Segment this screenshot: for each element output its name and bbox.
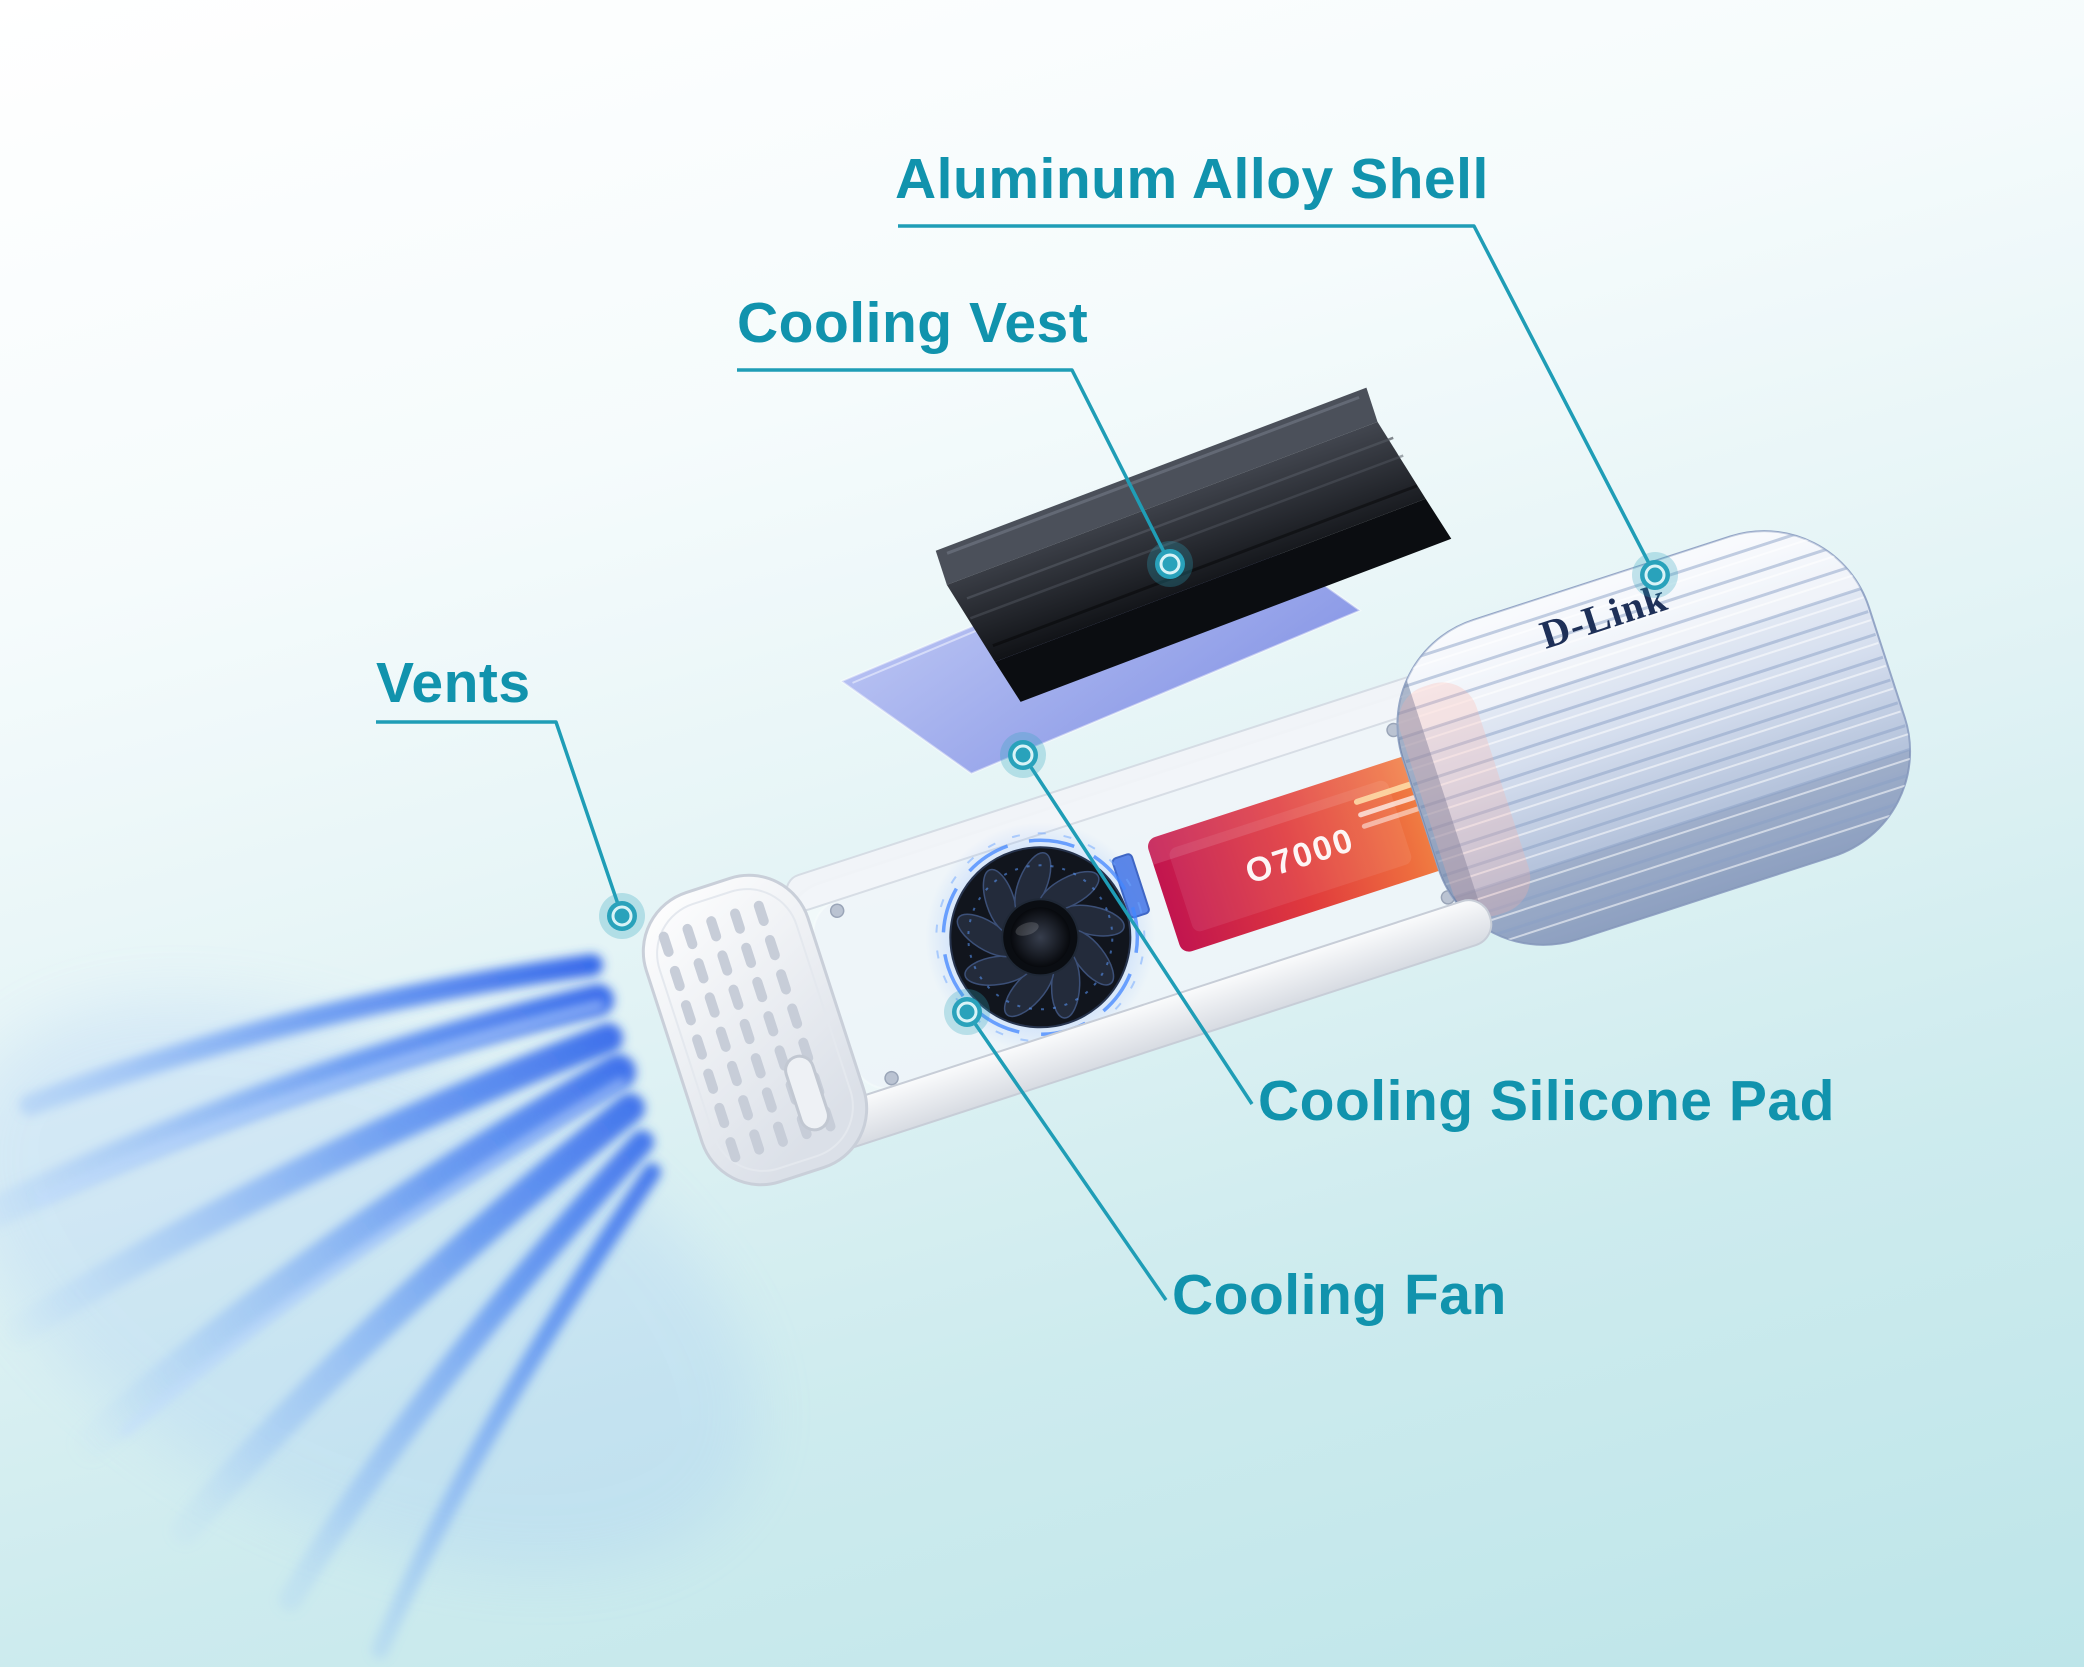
callout-line-aluminum-alloy-shell bbox=[898, 224, 1657, 576]
marker-dots bbox=[599, 541, 1678, 1035]
vent-slots bbox=[658, 900, 836, 1163]
callout-lines bbox=[376, 224, 1657, 1301]
aluminum-shell-art: D-Link bbox=[1368, 502, 1939, 974]
callout-line-cooling-vest bbox=[737, 368, 1172, 565]
callout-line-cooling-fan bbox=[965, 1011, 1168, 1301]
marker-dot-vents bbox=[599, 893, 645, 939]
marker-dot-aluminum-alloy-shell bbox=[1632, 552, 1678, 598]
screw bbox=[884, 1070, 899, 1086]
airflow-art bbox=[0, 954, 758, 1659]
airflow-streaks bbox=[0, 954, 661, 1659]
shell-opening bbox=[1368, 645, 1500, 974]
cap-pill-vent bbox=[784, 1054, 830, 1132]
marker-dot-cooling-silicone-pad bbox=[1000, 732, 1046, 778]
shell-fins bbox=[1375, 518, 1931, 954]
cooling-vest-art bbox=[935, 387, 1452, 702]
end-cap-art bbox=[641, 873, 869, 1187]
marker-dot-cooling-vest bbox=[1147, 541, 1193, 587]
label-aluminum-alloy-shell: Aluminum Alloy Shell bbox=[895, 147, 1489, 211]
cooling-fan-art bbox=[925, 822, 1156, 1053]
label-vents: Vents bbox=[376, 651, 531, 715]
label-cooling-vest: Cooling Vest bbox=[737, 291, 1089, 355]
marker-dot-cooling-fan bbox=[944, 989, 990, 1035]
label-cooling-fan: Cooling Fan bbox=[1172, 1263, 1507, 1327]
device-art: O7000 D-Link bbox=[641, 387, 1939, 1187]
ssd-art: O7000 bbox=[1145, 738, 1494, 952]
callout-line-vents bbox=[376, 720, 624, 917]
screw bbox=[829, 903, 845, 919]
callout-line-cooling-silicone-pad bbox=[1021, 754, 1254, 1105]
label-cooling-silicone-pad: Cooling Silicone Pad bbox=[1258, 1069, 1835, 1133]
